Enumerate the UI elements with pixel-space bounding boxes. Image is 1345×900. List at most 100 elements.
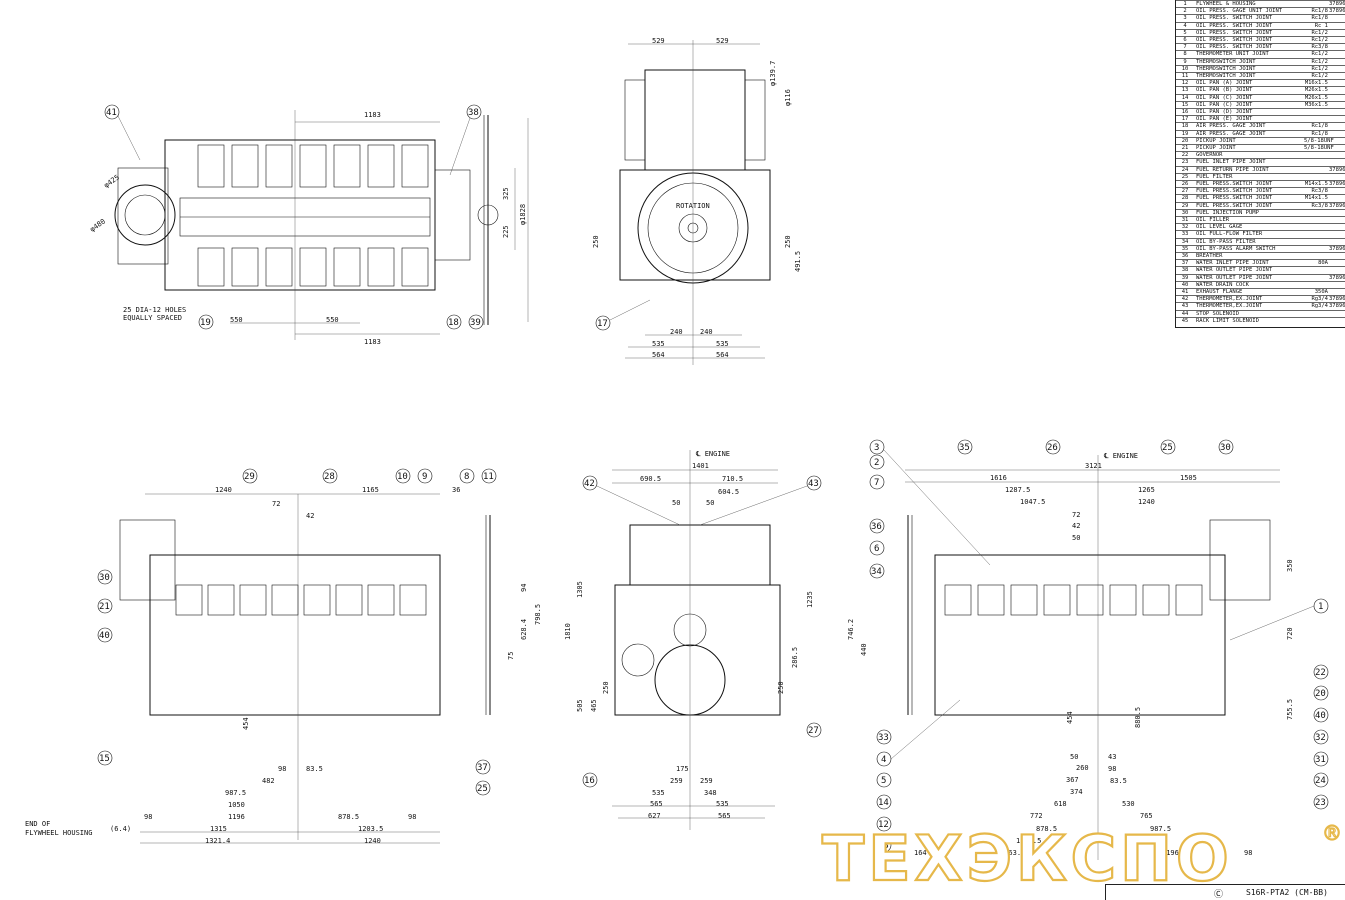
left-dim-1050: 1050 [228, 801, 245, 809]
part-name: FUEL PRESS.SWITCH JOINT [1196, 181, 1273, 187]
balloon-39: 39 [470, 318, 481, 328]
part-name: OIL BY-PASS ALARM SWITCH [1196, 245, 1276, 252]
top-dim-phi480: φ480 [89, 217, 107, 233]
part-number: 4 [1183, 22, 1187, 29]
part-spec: 5/8-18UNF [1304, 145, 1334, 151]
right-dim-772: 772 [1030, 812, 1043, 820]
right-dim-164: 164 [914, 849, 927, 857]
part-spec: M14x1.5 [1304, 195, 1328, 202]
part-name: OIL BY-PASS FILTER [1196, 238, 1256, 245]
balloon-24: 24 [1315, 776, 1326, 786]
part-number: 24 [1181, 166, 1189, 173]
top-balloons: 41 38 19 18 39 [104, 104, 484, 330]
part-spec: Rc1/2 [1311, 29, 1328, 36]
right-dim-50: 50 [1072, 534, 1080, 542]
part-name: OIL PAN (A) JOINT [1196, 80, 1253, 87]
balloon-26: 26 [1047, 443, 1058, 453]
rear-dim-250-right: 250 [777, 681, 785, 694]
part-number: 9 [1183, 58, 1187, 65]
left-dim-987: 987.5 [225, 789, 246, 797]
part-spec: Rc1/2 [1311, 58, 1328, 65]
balloon-12: 12 [878, 820, 889, 830]
balloon-14: 14 [878, 798, 889, 808]
front-view: ROTATION 529 529 φ139.7 φ116 250 250 491… [592, 37, 802, 365]
balloon-41: 41 [106, 108, 117, 118]
top-dim-fan-diameter: φ1828 [519, 204, 527, 225]
front-dim-564-right: 564 [716, 351, 729, 359]
balloon-16: 16 [584, 776, 595, 786]
left-dim-798: 798.5 [534, 604, 542, 625]
balloon-40-right: 40 [1315, 711, 1326, 721]
watermark-registered-mark: ® [1322, 821, 1342, 845]
rear-view: ℄ ENGINE 1401 690.5 710.5 604.5 50 50 13… [564, 450, 822, 830]
left-dim-454: 454 [242, 717, 250, 730]
right-dim-374: 374 [1070, 788, 1083, 796]
part-name: FLYWHEEL & HOUSING [1196, 1, 1256, 7]
part-number: 7 [1183, 44, 1187, 51]
part-spec: M16x1.5 [1304, 80, 1328, 87]
part-name: OIL FILLER [1196, 217, 1230, 223]
balloon-29: 29 [244, 472, 255, 482]
rear-dim-1401: 1401 [692, 462, 709, 470]
right-dim-1240: 1240 [1138, 498, 1155, 506]
part-spec: M14x1.5 [1304, 181, 1328, 187]
right-dim-98-b: 98 [1244, 849, 1252, 857]
part-name: OIL PAN (D) JOINT [1196, 109, 1253, 115]
part-name: PICKUP JOINT [1196, 137, 1236, 144]
part-name: THERMOSWITCH JOINT [1196, 65, 1256, 72]
watermark-text: ТЕХЭКСПО [822, 822, 1233, 895]
right-dim-1363: 1363.5 [1000, 849, 1025, 857]
right-dim-454: 454 [1066, 711, 1074, 724]
rear-dim-259-left: 259 [670, 777, 683, 785]
part-code: 37896 [1329, 303, 1345, 310]
end-of-flywheel-note: END OF FLYWHEEL HOUSING [25, 820, 92, 838]
part-number: 15 [1181, 101, 1189, 108]
part-spec: Rc1/2 [1311, 37, 1328, 43]
part-name: FUEL RETURN PIPE JOINT [1196, 166, 1269, 173]
title-model: S16R-PTA2 (CM-BB) [1246, 888, 1328, 897]
balloon-30: 30 [99, 573, 110, 583]
balloon-21: 21 [99, 602, 110, 612]
balloon-28: 28 [324, 472, 335, 482]
part-spec: Rc3/8 [1311, 202, 1328, 209]
part-number: 29 [1181, 202, 1189, 209]
part-code: 37896 [1329, 181, 1345, 187]
part-number: 20 [1181, 137, 1189, 144]
part-number: 40 [1181, 281, 1189, 288]
part-spec: Rc3/8 [1311, 188, 1328, 195]
right-dim-1179: 1179.5 [1016, 837, 1041, 845]
part-name: THERMOMETER,EX.JOINT [1196, 296, 1263, 303]
front-dim-240-left: 240 [670, 328, 683, 336]
left-dim-1240-bottom: 1240 [364, 837, 381, 845]
balloon-5: 5 [881, 776, 886, 786]
part-code: 37896 [1329, 166, 1345, 173]
front-dim-240-right: 240 [700, 328, 713, 336]
part-name: AIR PRESS. GAGE JOINT [1196, 123, 1266, 130]
balloon-32: 32 [1315, 733, 1326, 743]
balloon-38: 38 [468, 108, 479, 118]
right-dim-1024: 1024 [1150, 837, 1167, 845]
left-dim-482: 482 [262, 777, 275, 785]
left-side-view: 1240 1165 72 42 36 94 628.4 798.5 75 454… [97, 468, 542, 845]
part-name: THERMOSWITCH JOINT [1196, 58, 1256, 65]
part-number: 5 [1183, 29, 1187, 36]
part-number: 13 [1181, 87, 1189, 94]
part-name: OIL PAN (B) JOINT [1196, 87, 1253, 94]
left-dim-1315: 1315 [210, 825, 227, 833]
part-spec: Rc1/8 [1311, 8, 1328, 15]
